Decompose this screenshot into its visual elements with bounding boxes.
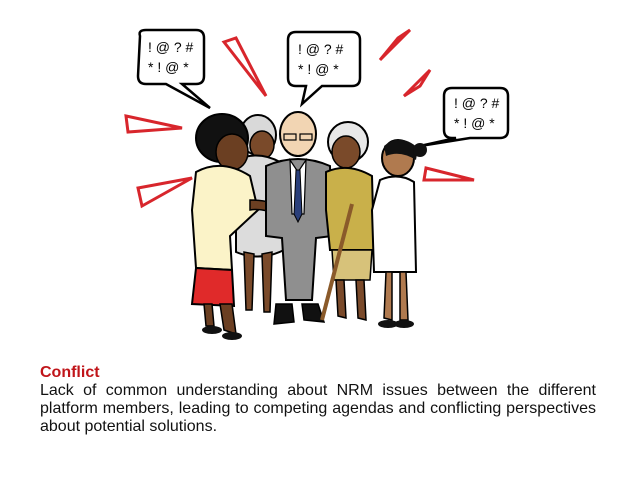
bubble-text-line2: * ! @ * (148, 59, 189, 75)
bubble-text-line1: ! @ ? # (148, 39, 194, 55)
old-woman-with-cane (320, 121, 376, 321)
caption-body: Lack of common understanding about NRM i… (40, 382, 596, 435)
speech-bubble-center: ! @ ? # * ! @ * (286, 30, 362, 108)
man-in-suit (265, 111, 334, 325)
woman-in-lab-coat (370, 139, 427, 328)
caption-title: Conflict (40, 364, 100, 381)
bubble-text-line1: ! @ ? # (454, 95, 500, 111)
anger-burst-marks (124, 28, 475, 209)
caption: Conflict Lack of common understanding ab… (40, 364, 596, 436)
bubble-text-line1: ! @ ? # (298, 41, 344, 57)
woman-yellow-shawl (190, 113, 284, 340)
speech-bubble-right: ! @ ? # * ! @ * (419, 86, 510, 148)
speech-bubble-left: ! @ ? # * ! @ * (136, 28, 211, 110)
bubble-text-line2: * ! @ * (454, 115, 495, 131)
bubble-text-line2: * ! @ * (298, 61, 339, 77)
